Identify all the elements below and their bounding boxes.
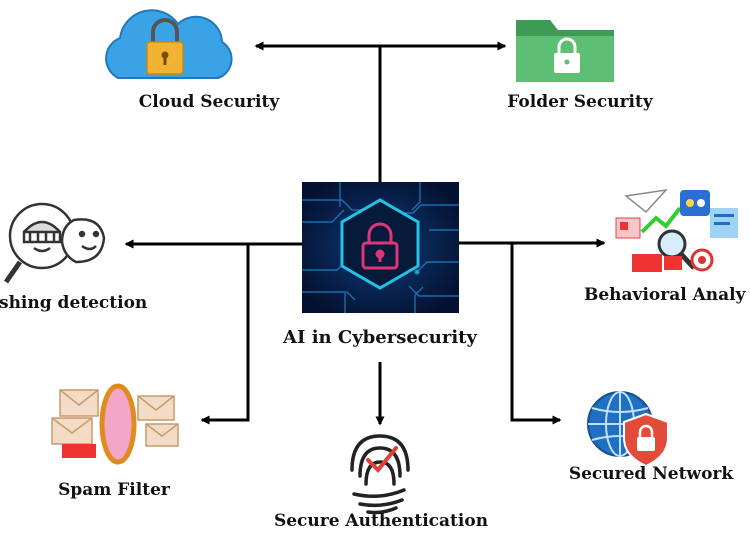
globe-shield-icon (587, 391, 669, 468)
node-behavioral-analysis: Behavioral Analy (584, 188, 747, 305)
secured-network-label: Secured Network (569, 464, 735, 484)
connector-spam (200, 244, 250, 425)
phishing-detection-label: shing detection (0, 293, 147, 313)
node-cloud-security: Cloud Security (105, 9, 281, 112)
node-spam-filter: Spam Filter (51, 383, 179, 500)
circuit-lock-icon (361, 222, 399, 270)
connector-network (510, 243, 562, 425)
connectors (124, 41, 606, 426)
analytics-collage-icon (615, 188, 738, 272)
cloud-security-label: Cloud Security (139, 92, 281, 112)
node-secure-authentication: Secure Authentication (274, 434, 488, 531)
folder-security-label: Folder Security (507, 92, 654, 112)
node-secured-network: Secured Network (569, 391, 735, 484)
cloud-lock-icon (105, 9, 233, 79)
node-phishing-detection: shing detection (0, 202, 147, 313)
behavioral-analysis-label: Behavioral Analy (584, 285, 747, 305)
secure-authentication-label: Secure Authentication (274, 511, 488, 531)
center-label: AI in Cybersecurity (282, 327, 477, 348)
fingerprint-check-icon (350, 434, 410, 515)
folder-lock-icon (516, 20, 614, 82)
center-node: AI in Cybersecurity (282, 182, 477, 348)
phishing-mask-icon (3, 202, 106, 284)
spam-envelope-icon (51, 383, 179, 465)
spam-filter-label: Spam Filter (58, 480, 171, 500)
node-folder-security: Folder Security (507, 20, 654, 112)
